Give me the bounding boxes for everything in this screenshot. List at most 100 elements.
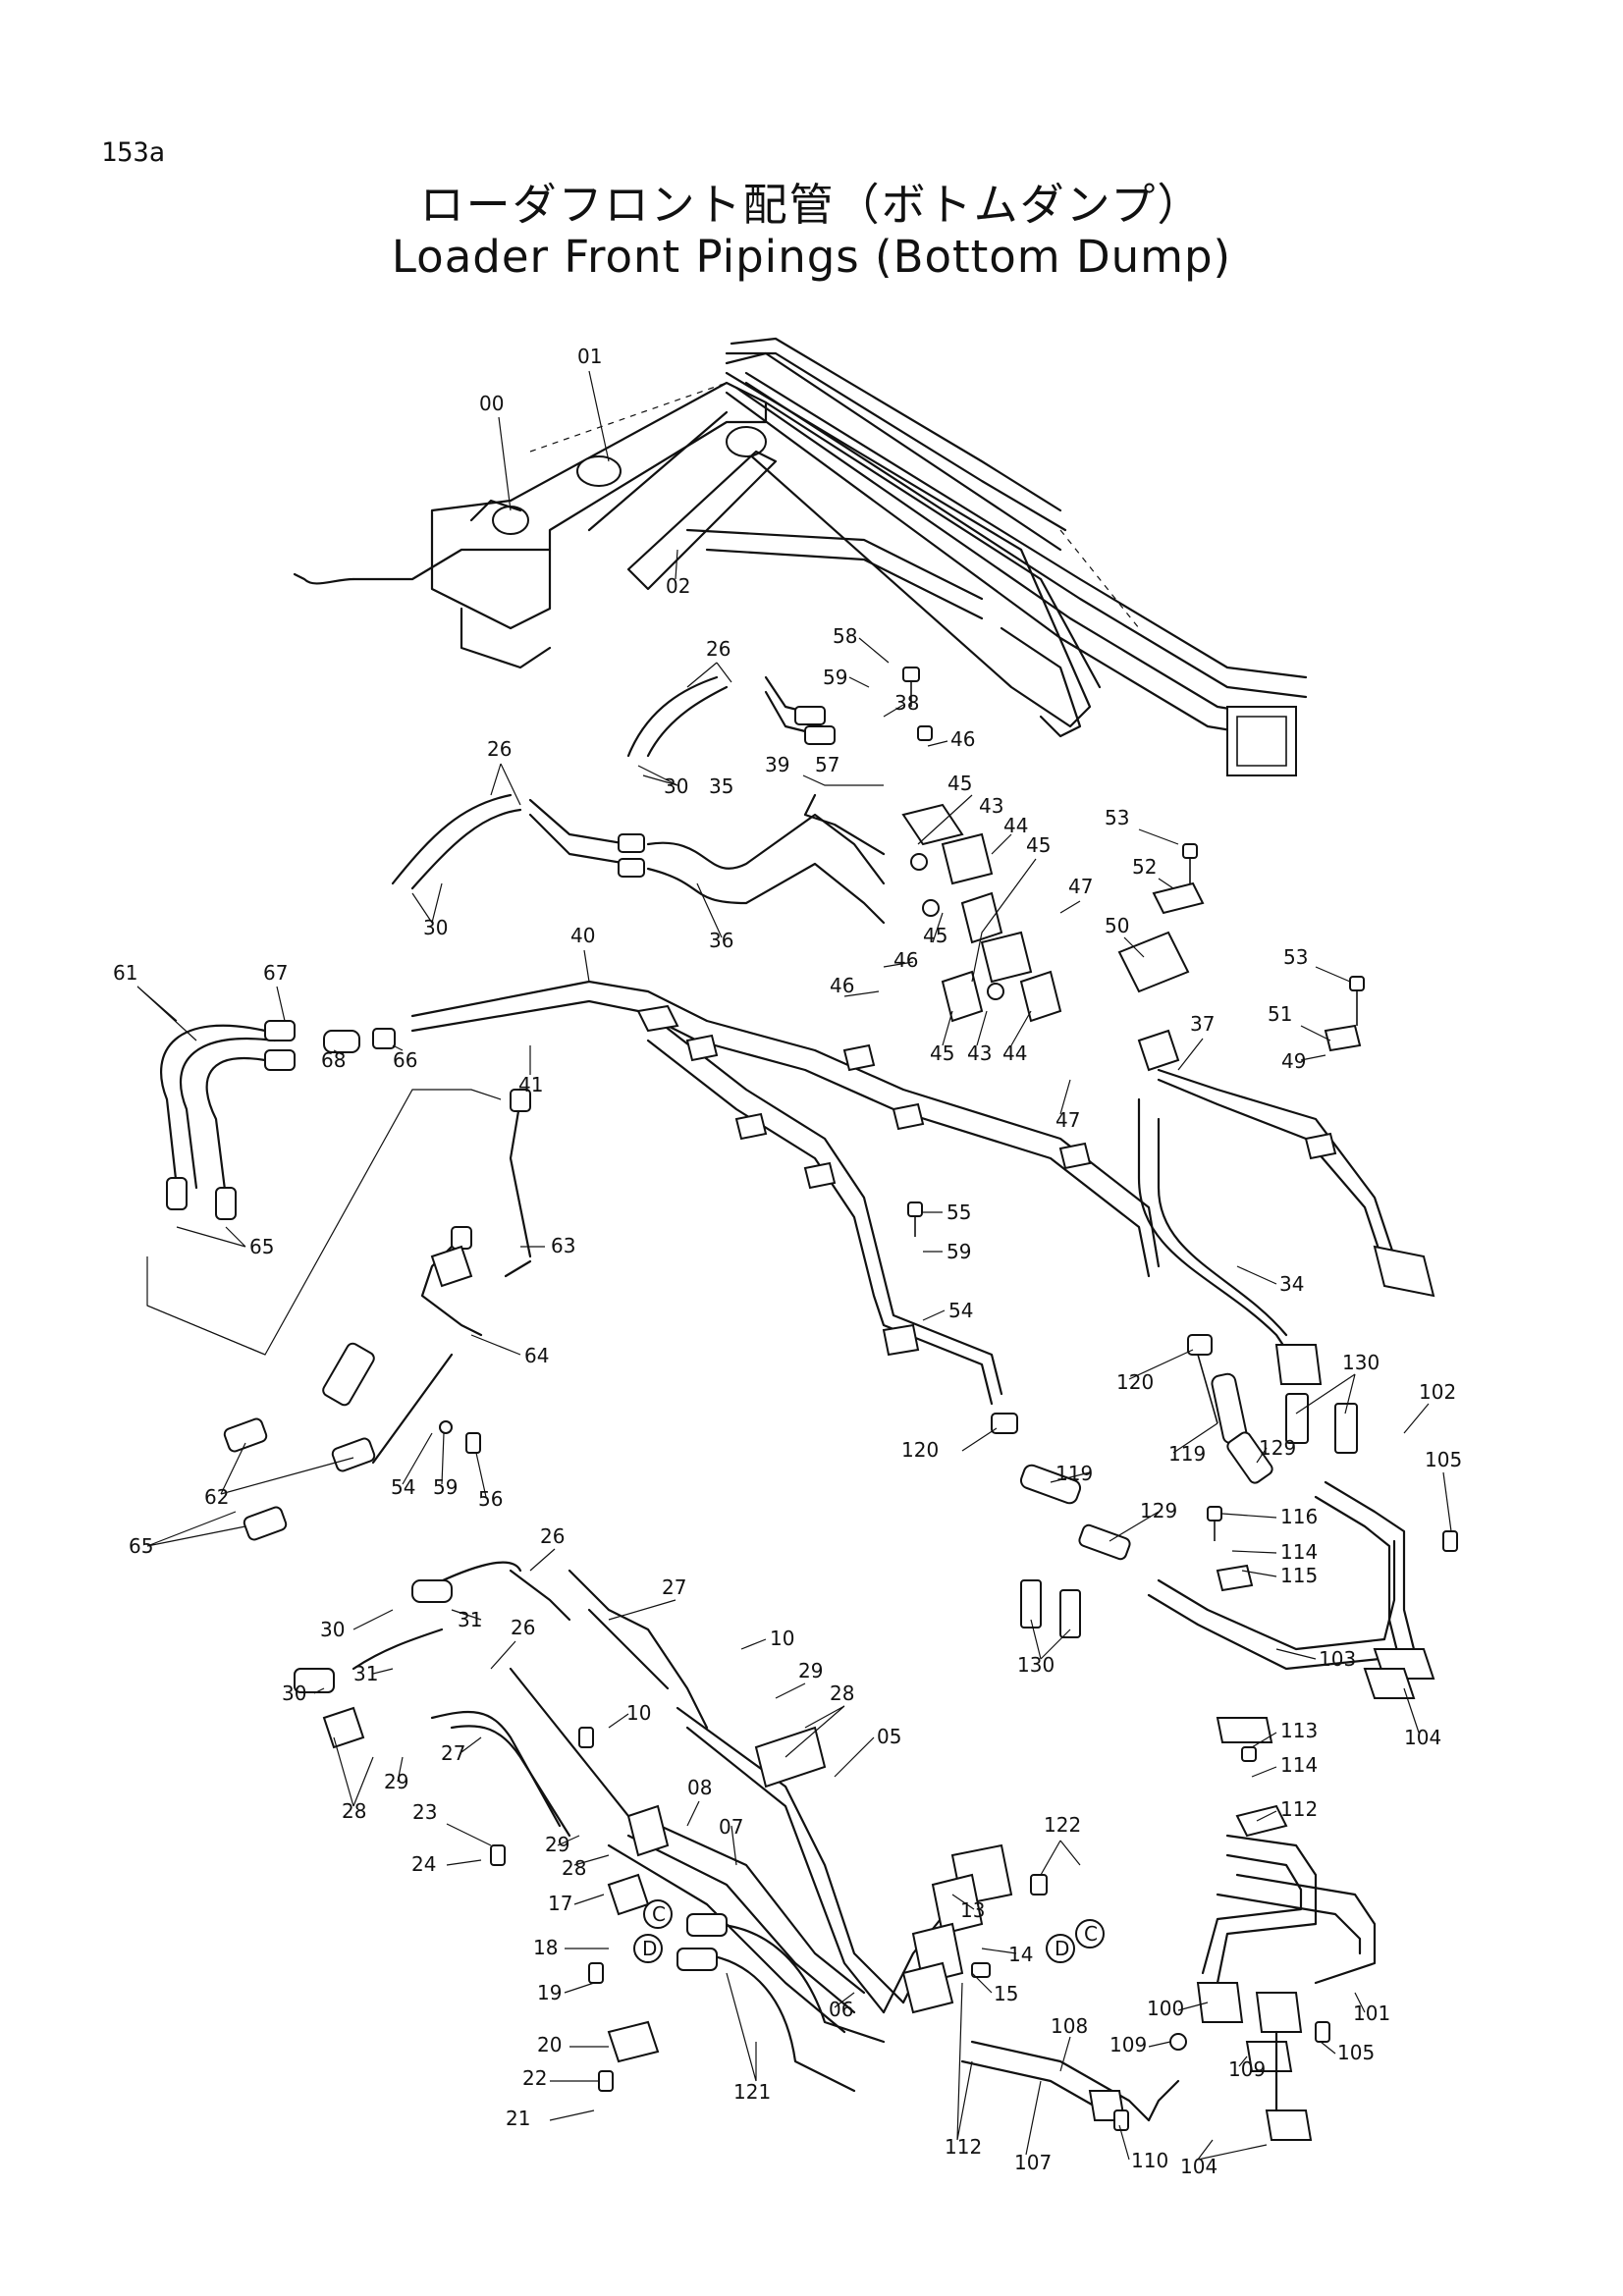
callout-label: 43	[967, 1041, 992, 1065]
callout-label: 104	[1404, 1726, 1441, 1749]
callout-label: 121	[733, 2080, 771, 2104]
callout-label: 58	[833, 624, 857, 648]
callout-label: 47	[1055, 1108, 1080, 1132]
callout-label: 129	[1259, 1436, 1296, 1460]
callout-label: 46	[893, 948, 918, 972]
callout-label: 57	[815, 753, 839, 776]
callout-label: 65	[249, 1235, 274, 1258]
pipes-100-101	[1169, 1834, 1377, 2141]
callout-label: 22	[522, 2066, 547, 2090]
callout-label: 46	[830, 974, 854, 997]
callout-label: 05	[877, 1725, 901, 1748]
callout-label: C	[1084, 1922, 1098, 1946]
callout-label: 31	[458, 1608, 482, 1631]
callout-labels: 01 00 02 26 58 59 38 46 39 57 30 35 26 4…	[113, 345, 1462, 2178]
callout-label: 23	[412, 1800, 437, 1824]
callout-label: 43	[979, 794, 1003, 818]
callout-label: 102	[1419, 1380, 1456, 1404]
callout-label: 53	[1283, 945, 1308, 969]
callout-label: 10	[770, 1627, 794, 1650]
callout-label: 28	[830, 1682, 854, 1705]
callout-label: 39	[765, 753, 789, 776]
bolts-and-clamps	[430, 667, 1458, 2131]
title-japanese: ローダフロント配管（ボトムダンプ）	[419, 179, 1204, 231]
callout-label: 26	[487, 737, 512, 761]
pipes-62-65	[146, 1089, 532, 1541]
callout-label: 41	[518, 1073, 543, 1096]
callout-label: 64	[524, 1344, 549, 1367]
callout-label: 14	[1008, 1943, 1033, 1966]
callout-label: 110	[1131, 2149, 1168, 2172]
callout-label: C	[652, 1902, 666, 1926]
callout-label: D	[1055, 1937, 1069, 1960]
long-pipes	[410, 980, 1435, 1406]
callout-label: 37	[1190, 1012, 1215, 1036]
callout-label: 19	[537, 1981, 562, 2004]
callout-label: 116	[1280, 1505, 1318, 1528]
callout-label: 29	[798, 1659, 823, 1682]
callout-label: 08	[687, 1776, 712, 1799]
hose-loop-61	[159, 1020, 396, 1220]
callout-label: 130	[1017, 1653, 1055, 1677]
callout-label: 10	[626, 1701, 651, 1725]
callout-label: 109	[1228, 2057, 1266, 2081]
callout-label: 44	[1002, 1041, 1027, 1065]
callout-label: 27	[441, 1741, 465, 1765]
callout-label: 18	[533, 1936, 558, 1959]
callout-label: 29	[545, 1833, 569, 1856]
callout-label: 17	[548, 1892, 572, 1915]
callout-label: 107	[1014, 2151, 1052, 2174]
callout-label: 68	[321, 1048, 346, 1072]
callout-label: 21	[506, 2107, 530, 2130]
callout-label: 26	[540, 1524, 565, 1548]
callout-label: 56	[478, 1487, 503, 1511]
callout-label: 15	[994, 1982, 1018, 2005]
callout-label: 59	[823, 666, 847, 689]
callout-label: 40	[570, 924, 595, 947]
boom-assembly	[293, 337, 1308, 776]
callout-label: 113	[1280, 1719, 1318, 1742]
callout-label: 51	[1268, 1002, 1292, 1026]
callout-label: 53	[1105, 806, 1129, 829]
reference-circles	[633, 1899, 1105, 1963]
callout-label: 34	[1279, 1272, 1304, 1296]
callout-label: 30	[320, 1618, 345, 1641]
callout-label: 103	[1319, 1647, 1356, 1671]
callout-label: 105	[1425, 1448, 1462, 1471]
callout-label: 101	[1353, 2002, 1390, 2025]
callout-label: 115	[1280, 1564, 1318, 1587]
callout-label: 120	[901, 1438, 939, 1462]
callout-label: 54	[391, 1475, 415, 1499]
callout-label: 45	[930, 1041, 954, 1065]
callout-label: 24	[411, 1852, 436, 1876]
callout-label: 28	[562, 1856, 586, 1880]
callout-label: 44	[1003, 814, 1028, 837]
callout-label: 130	[1342, 1351, 1380, 1374]
callout-label: 109	[1109, 2033, 1147, 2056]
callout-label: 120	[1116, 1370, 1154, 1394]
callout-label: 30	[664, 774, 688, 798]
callout-label: 38	[894, 691, 919, 715]
callout-label: 50	[1105, 914, 1129, 937]
callout-label: 54	[948, 1299, 973, 1322]
callout-label: 52	[1132, 855, 1157, 879]
callout-label: 114	[1280, 1540, 1318, 1564]
callout-label: 45	[947, 772, 972, 795]
callout-label: 26	[511, 1616, 535, 1639]
title-english: Loader Front Pipings (Bottom Dump)	[391, 231, 1232, 283]
callout-label: 46	[950, 727, 975, 751]
callout-label: D	[642, 1937, 657, 1960]
fittings-119-130	[991, 1334, 1358, 1638]
leader-lines	[136, 370, 1452, 2161]
callout-label: 59	[433, 1475, 458, 1499]
callout-label: 47	[1068, 875, 1093, 898]
callout-label: 20	[537, 2033, 562, 2056]
callout-label: 108	[1051, 2014, 1088, 2038]
junction-blocks	[901, 803, 1190, 1023]
callout-label: 29	[384, 1770, 408, 1793]
callout-label: 27	[662, 1575, 686, 1599]
callout-label: 06	[829, 1998, 853, 2021]
callout-label: 59	[947, 1240, 971, 1263]
callout-label: 66	[393, 1048, 417, 1072]
